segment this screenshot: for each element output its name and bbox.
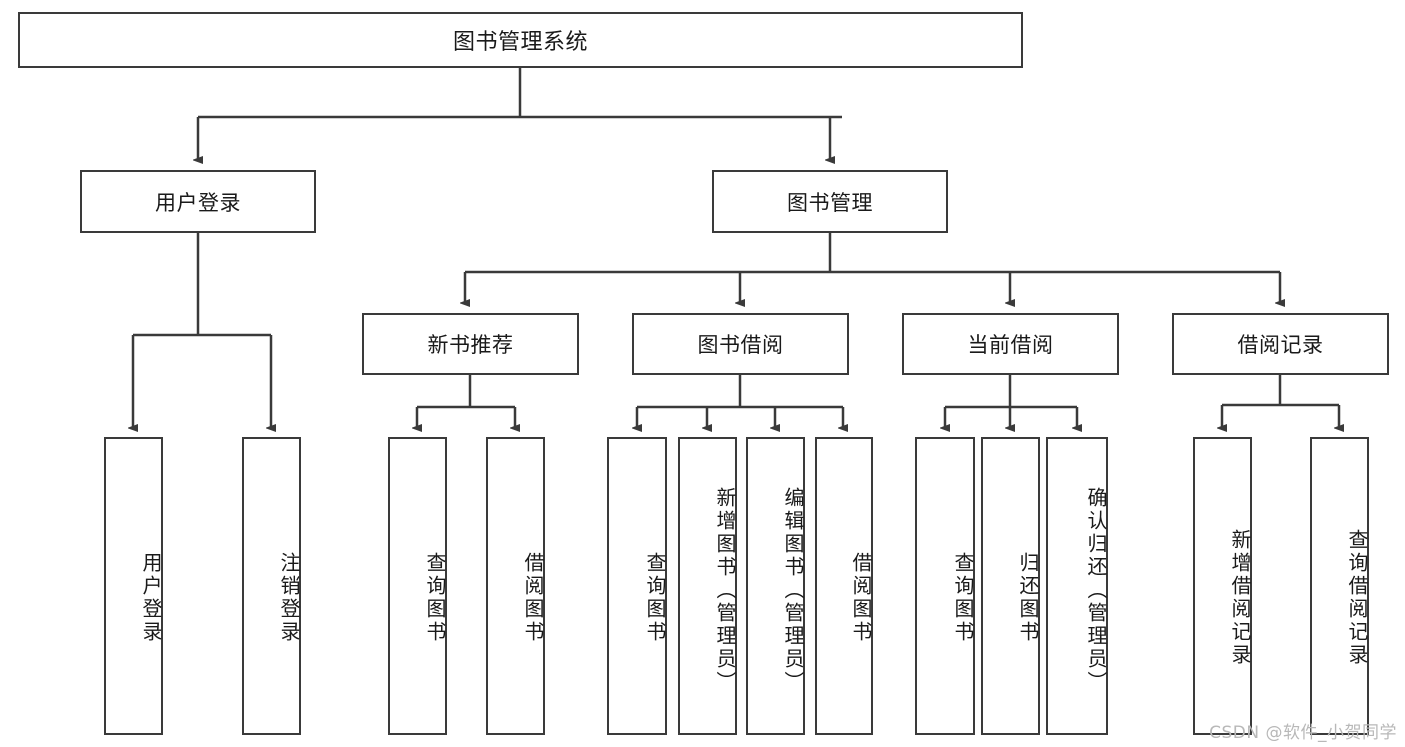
node-leaf-confirm-return[interactable]: 确认归还（管理员）: [1046, 437, 1108, 735]
node-label: 查询借阅记录: [1345, 529, 1369, 667]
node-leaf-query-book-2[interactable]: 查询图书: [607, 437, 667, 735]
node-label: 借阅图书: [521, 552, 545, 644]
csdn-watermark: CSDN @软件_小贺同学: [1209, 723, 1397, 743]
node-label: 新书推荐: [427, 333, 514, 357]
node-borrow-record[interactable]: 借阅记录: [1172, 313, 1389, 375]
node-label: 归还图书: [1016, 552, 1040, 644]
node-book-borrow[interactable]: 图书借阅: [632, 313, 849, 375]
node-label: 图书管理: [787, 190, 873, 215]
node-leaf-query-record[interactable]: 查询借阅记录: [1310, 437, 1369, 735]
node-leaf-return-book[interactable]: 归还图书: [981, 437, 1040, 735]
node-label: 当前借阅: [967, 333, 1054, 357]
node-label: 查询图书: [423, 552, 447, 644]
node-label: 查询图书: [951, 552, 975, 644]
node-root-system[interactable]: 图书管理系统: [18, 12, 1023, 68]
node-leaf-logout-login[interactable]: 注销登录: [242, 437, 301, 735]
node-label: 图书管理系统: [452, 30, 588, 55]
node-label: 注销登录: [277, 552, 301, 644]
node-current-borrow[interactable]: 当前借阅: [902, 313, 1119, 375]
node-label: 图书借阅: [697, 333, 784, 357]
node-label: 确认归还（管理员）: [1084, 486, 1108, 694]
node-leaf-borrow-book-2[interactable]: 借阅图书: [815, 437, 873, 735]
node-label: 用户登录: [155, 190, 241, 215]
node-leaf-query-book-3[interactable]: 查询图书: [915, 437, 975, 735]
node-book-manage[interactable]: 图书管理: [712, 170, 948, 233]
node-label: 用户登录: [139, 552, 163, 644]
node-user-login[interactable]: 用户登录: [80, 170, 316, 233]
node-leaf-query-book-1[interactable]: 查询图书: [388, 437, 447, 735]
node-leaf-add-book[interactable]: 新增图书（管理员）: [678, 437, 737, 735]
node-label: 借阅图书: [849, 552, 873, 644]
node-label: 查询图书: [643, 552, 667, 644]
node-label: 编辑图书（管理员）: [781, 486, 805, 694]
node-leaf-user-login[interactable]: 用户登录: [104, 437, 163, 735]
node-label: 新增借阅记录: [1228, 529, 1252, 667]
node-label: 借阅记录: [1237, 333, 1324, 357]
node-leaf-edit-book[interactable]: 编辑图书（管理员）: [746, 437, 805, 735]
node-label: 新增图书（管理员）: [713, 486, 737, 694]
node-leaf-borrow-book-1[interactable]: 借阅图书: [486, 437, 545, 735]
node-new-book-recommend[interactable]: 新书推荐: [362, 313, 579, 375]
node-leaf-add-record[interactable]: 新增借阅记录: [1193, 437, 1252, 735]
